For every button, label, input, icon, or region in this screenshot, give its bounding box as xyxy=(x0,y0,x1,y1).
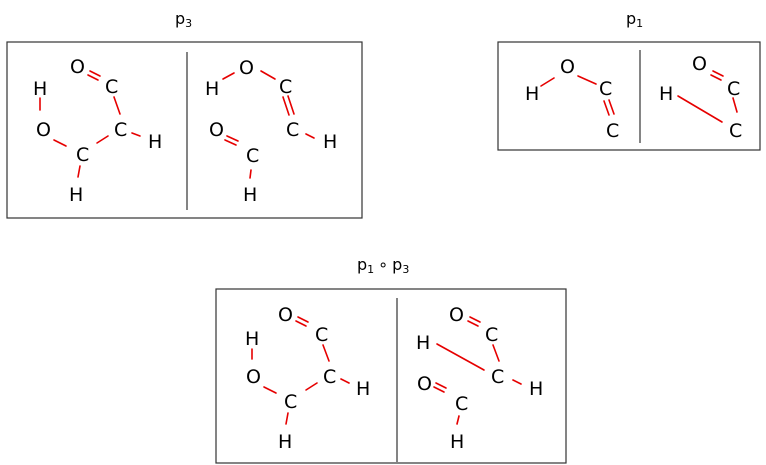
bond xyxy=(263,386,277,394)
atom-label: C xyxy=(727,78,740,100)
bond xyxy=(87,74,99,81)
atom-label: C xyxy=(485,324,498,346)
bond xyxy=(305,133,315,139)
bond xyxy=(435,382,447,389)
molecule-p3-right: H O C C H O C H xyxy=(205,57,337,206)
atom-label: H xyxy=(278,431,292,453)
atom-label: H xyxy=(205,78,219,100)
bond xyxy=(512,379,522,385)
bond xyxy=(322,344,330,362)
atom-label: C xyxy=(599,78,612,100)
caption-p1: p1 xyxy=(626,9,643,30)
panel-composition: O C H O C H C H O H C C H O C H xyxy=(215,288,567,464)
atom-label: C xyxy=(315,324,328,346)
atom-label: C xyxy=(246,145,259,167)
atom-label: H xyxy=(323,131,337,153)
bond xyxy=(732,97,738,113)
caption-composition: p1∘p3 xyxy=(357,255,409,276)
bond xyxy=(285,412,289,425)
panel-p3-frame xyxy=(6,41,363,219)
bond xyxy=(113,96,121,115)
bond xyxy=(295,320,307,327)
bond xyxy=(603,100,610,116)
molecule-p1-left: H O C C xyxy=(525,56,619,142)
bond xyxy=(89,70,101,77)
atom-label: H xyxy=(33,78,47,100)
atom-label: O xyxy=(692,53,707,75)
atom-label: H xyxy=(243,184,257,206)
atom-label: H xyxy=(69,184,83,206)
bond xyxy=(710,74,722,81)
bond xyxy=(282,96,290,116)
bond xyxy=(492,344,500,362)
atom-label: H xyxy=(659,83,673,105)
atom-label: C xyxy=(606,120,619,142)
bond xyxy=(577,75,597,85)
atom-label: O xyxy=(70,56,85,78)
bond xyxy=(226,135,239,142)
bond xyxy=(305,382,318,391)
atom-label: O xyxy=(417,373,432,395)
atom-label: H xyxy=(148,131,162,153)
atom-label: C xyxy=(105,76,118,98)
caption-p3: p3 xyxy=(175,9,192,30)
bond xyxy=(222,72,235,80)
molecule-p1-right: O H C C xyxy=(659,53,742,142)
atom-label: H xyxy=(525,83,539,105)
bond xyxy=(96,135,109,144)
atom-label: C xyxy=(729,120,742,142)
bond xyxy=(260,70,276,80)
bond xyxy=(77,165,81,178)
atom-label: C xyxy=(284,391,297,413)
atom-label: C xyxy=(286,119,299,141)
atom-label: C xyxy=(455,393,468,415)
molecule-composition-left: O C H O C H C H xyxy=(245,304,370,453)
atom-label: C xyxy=(279,76,292,98)
atom-label: C xyxy=(76,144,89,166)
atom-label: H xyxy=(356,378,370,400)
bond xyxy=(340,378,350,384)
atom-label: C xyxy=(491,366,504,388)
atom-label: C xyxy=(323,366,336,388)
bond xyxy=(540,77,555,87)
bond xyxy=(131,132,141,137)
atom-label: O xyxy=(560,56,575,78)
atom-label: H xyxy=(245,328,259,350)
panel-p3: O C H O C H C H H O C C H O C H xyxy=(6,41,363,219)
bond xyxy=(712,70,724,77)
atom-label: H xyxy=(529,378,543,400)
atom-label: O xyxy=(239,57,254,79)
bond xyxy=(297,316,309,323)
bond xyxy=(608,99,615,115)
atom-label: O xyxy=(209,119,224,141)
atom-label: H xyxy=(416,332,430,354)
bond xyxy=(469,316,481,323)
atom-label: C xyxy=(114,119,127,141)
bond xyxy=(433,386,445,393)
panel-p1-frame xyxy=(497,41,761,151)
bond xyxy=(53,139,67,147)
atom-label: O xyxy=(36,119,51,141)
molecule-composition-right: O H C C H O C H xyxy=(416,304,543,453)
molecule-p3-left: O C H O C H C H xyxy=(33,56,162,206)
atom-label: H xyxy=(450,431,464,453)
panel-composition-frame xyxy=(215,288,567,464)
bond xyxy=(436,343,485,371)
bond xyxy=(677,95,723,123)
bond xyxy=(224,139,237,146)
panel-p1: H O C C O H C C xyxy=(497,41,761,151)
bond xyxy=(456,415,460,425)
atom-label: O xyxy=(449,304,464,326)
bond xyxy=(287,95,295,115)
atom-label: O xyxy=(246,366,261,388)
bond xyxy=(249,169,252,179)
atom-label: O xyxy=(278,304,293,326)
bond xyxy=(467,320,479,327)
